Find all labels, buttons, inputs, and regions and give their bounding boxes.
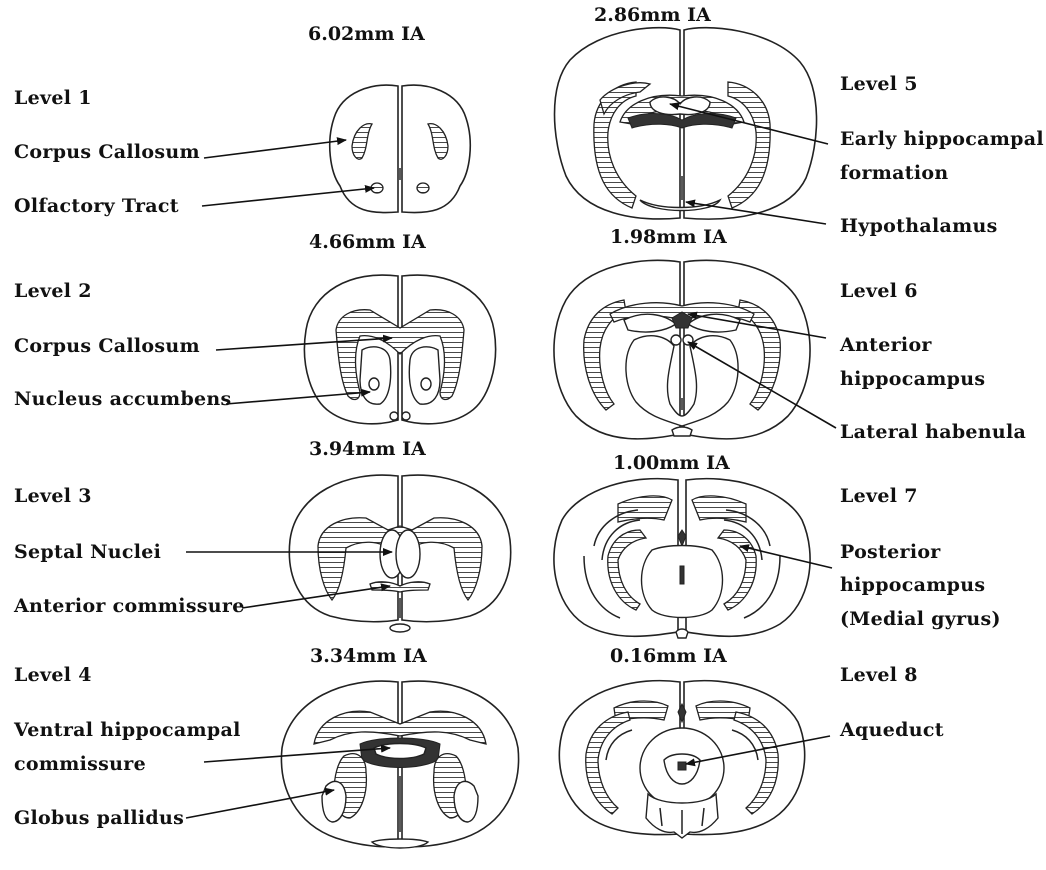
section-level-3 — [289, 475, 510, 632]
section-level-2 — [304, 275, 495, 424]
arrow-corpus-callosum-1 — [204, 140, 346, 158]
level-6-title: Level 6 — [840, 282, 918, 301]
section-level-6 — [554, 260, 810, 439]
depth-label-level-4: 3.34mm IA — [310, 647, 427, 666]
label-ventral-hippocampal: Ventral hippocampal — [14, 721, 241, 740]
depth-label-level-7: 1.00mm IA — [613, 454, 730, 473]
label-hippocampus: hippocampus — [840, 370, 985, 389]
depth-label-level-2: 4.66mm IA — [309, 233, 426, 252]
label-hippocampus-2: hippocampus — [840, 576, 985, 595]
label-corpus-callosum-2: Corpus Callosum — [14, 337, 200, 356]
label-corpus-callosum-1: Corpus Callosum — [14, 143, 200, 162]
label-nucleus-accumbens: Nucleus accumbens — [14, 390, 232, 409]
section-level-5 — [555, 28, 817, 219]
label-hypothalamus: Hypothalamus — [840, 217, 998, 236]
label-commissure: commissure — [14, 755, 146, 774]
label-septal-nuclei: Septal Nuclei — [14, 543, 161, 562]
section-level-7 — [554, 479, 810, 638]
label-aqueduct: Aqueduct — [840, 721, 944, 740]
section-level-4 — [281, 681, 518, 848]
depth-label-level-8: 0.16mm IA — [610, 647, 727, 666]
label-anterior: Anterior — [840, 336, 932, 355]
section-level-8 — [559, 681, 804, 838]
depth-label-level-1: 6.02mm IA — [308, 25, 425, 44]
level-2-title: Level 2 — [14, 282, 92, 301]
level-1-title: Level 1 — [14, 89, 92, 108]
depth-label-level-6: 1.98mm IA — [610, 228, 727, 247]
label-anterior-commissure: Anterior commissure — [14, 597, 245, 616]
label-posterior: Posterior — [840, 543, 941, 562]
level-3-title: Level 3 — [14, 487, 92, 506]
label-olfactory-tract: Olfactory Tract — [14, 197, 179, 216]
label-globus-pallidus: Globus pallidus — [14, 809, 184, 828]
depth-label-level-3: 3.94mm IA — [309, 440, 426, 459]
level-7-title: Level 7 — [840, 487, 918, 506]
level-8-title: Level 8 — [840, 666, 918, 685]
label-early-hippocampal: Early hippocampal — [840, 130, 1044, 149]
label-formation: formation — [840, 164, 948, 183]
label-lateral-habenula: Lateral habenula — [840, 423, 1026, 442]
label-medial-gyrus: (Medial gyrus) — [840, 610, 1001, 629]
section-level-1 — [330, 85, 471, 212]
depth-label-level-5: 2.86mm IA — [594, 6, 711, 25]
level-4-title: Level 4 — [14, 666, 92, 685]
level-5-title: Level 5 — [840, 75, 918, 94]
